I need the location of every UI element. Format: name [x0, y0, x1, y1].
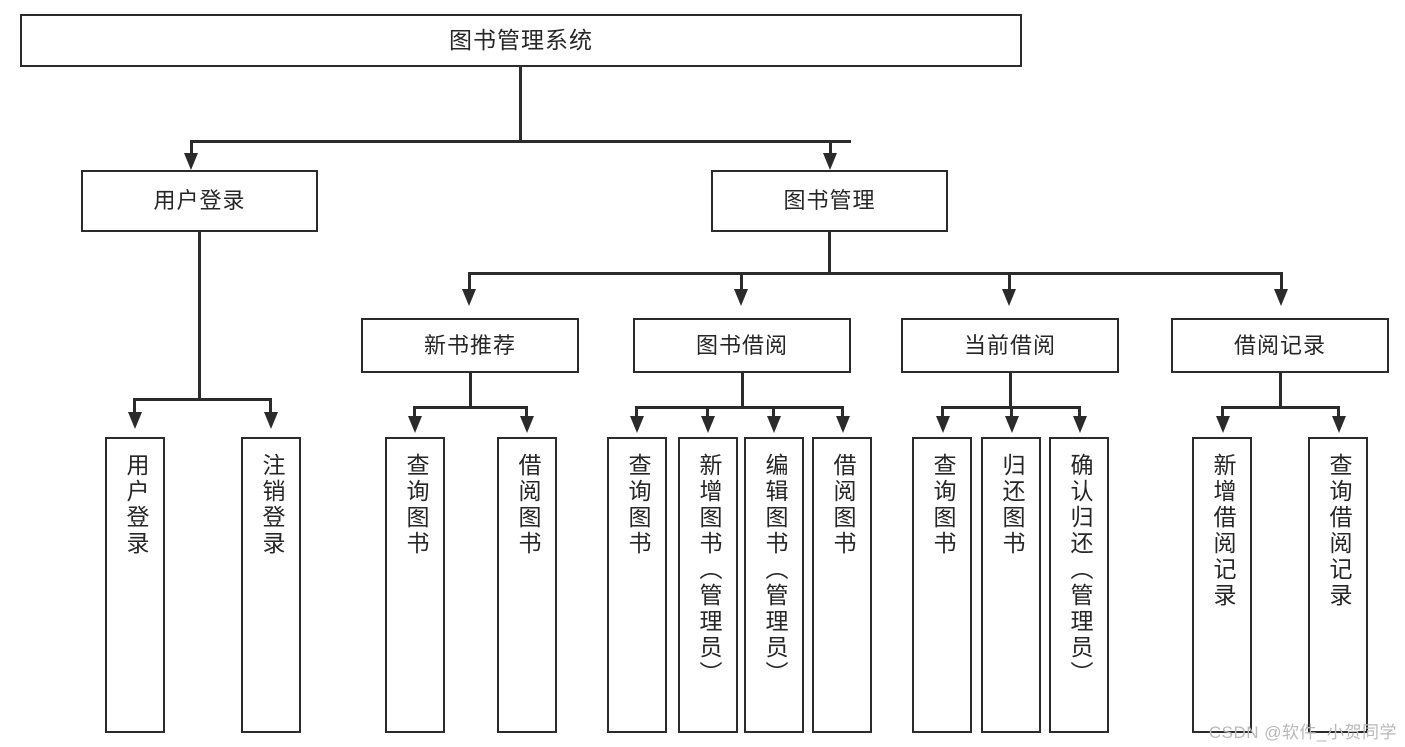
node-leaf-borrow-book[interactable]: 借阅图书: [812, 437, 872, 733]
node-leaf-edit-book[interactable]: 编辑图书（管理员）: [744, 437, 804, 733]
arrow-to-leaf-return-book: [1005, 416, 1019, 433]
arrow-to-leaf-query-book-2: [630, 416, 644, 433]
arrow-to-borrow-record: [1274, 289, 1288, 306]
connector-bb-bus: [635, 406, 843, 409]
connector-nbr-branch-2: [525, 406, 528, 418]
arrow-to-leaf-query-record: [1332, 416, 1346, 433]
node-label: 借阅记录: [1233, 332, 1326, 358]
connector-br-stem: [1279, 373, 1282, 408]
arrow-to-leaf-edit-book: [767, 416, 781, 433]
node-label: 编辑图书（管理员）: [761, 453, 788, 687]
node-leaf-add-book[interactable]: 新增图书（管理员）: [678, 437, 738, 733]
arrow-to-user-login: [184, 153, 198, 170]
node-book-borrow[interactable]: 图书借阅: [633, 318, 851, 373]
connector-nbr-branch-1: [413, 406, 416, 418]
connector-br-branch-1: [1221, 406, 1224, 418]
node-label: 新书推荐: [423, 332, 516, 358]
node-label: 图书借阅: [695, 332, 788, 358]
connector-cb-branch-2: [1010, 406, 1013, 418]
node-leaf-logout-login[interactable]: 注销登录: [241, 437, 301, 733]
connector-cb-branch-1: [941, 406, 944, 418]
node-root-book-management-system[interactable]: 图书管理系统: [20, 14, 1022, 67]
connector-bb-branch-4: [841, 406, 844, 418]
node-label: 查询图书: [402, 453, 429, 557]
connector-bm-branch-3: [1008, 272, 1011, 292]
arrow-to-leaf-confirm-return: [1073, 416, 1087, 433]
arrow-to-current-borrow: [1002, 289, 1016, 306]
node-label: 归还图书: [998, 453, 1025, 557]
node-label: 新增图书（管理员）: [695, 453, 722, 687]
node-leaf-add-borrow-record[interactable]: 新增借阅记录: [1192, 437, 1252, 733]
arrow-to-book-borrow: [734, 289, 748, 306]
node-label: 用户登录: [153, 188, 246, 214]
node-leaf-confirm-return[interactable]: 确认归还（管理员）: [1049, 437, 1109, 733]
arrow-to-new-book-recommend: [462, 289, 476, 306]
node-user-login[interactable]: 用户登录: [81, 170, 318, 232]
connector-book-management-stem: [828, 232, 831, 274]
node-label: 借阅图书: [829, 453, 856, 557]
node-label: 查询图书: [929, 453, 956, 557]
connector-cb-stem: [1009, 373, 1012, 408]
node-leaf-query-borrow-record[interactable]: 查询借阅记录: [1308, 437, 1368, 733]
node-leaf-query-book-current[interactable]: 查询图书: [912, 437, 972, 733]
connector-bm-branch-2: [740, 272, 743, 292]
connector-br-branch-2: [1337, 406, 1340, 418]
node-borrow-record[interactable]: 借阅记录: [1171, 318, 1389, 373]
connector-user-login-stem: [198, 232, 201, 400]
node-label: 图书管理: [783, 188, 876, 214]
connector-user-login-bus: [133, 398, 271, 401]
connector-bm-branch-4: [1280, 272, 1283, 292]
node-label: 新增借阅记录: [1209, 453, 1236, 609]
connector-root-bus: [190, 140, 851, 143]
connector-user-login-branch-2: [269, 398, 272, 414]
node-label: 注销登录: [258, 453, 285, 557]
arrow-to-leaf-borrow-book-1: [520, 416, 534, 433]
node-book-management[interactable]: 图书管理: [711, 170, 948, 232]
arrow-to-leaf-user-login: [128, 412, 142, 429]
connector-nbr-stem: [469, 373, 472, 408]
connector-bb-branch-1: [635, 406, 638, 418]
node-leaf-query-book-borrow[interactable]: 查询图书: [607, 437, 667, 733]
connector-bb-branch-3: [772, 406, 775, 418]
connector-bb-stem: [741, 373, 744, 408]
arrow-to-leaf-add-record: [1216, 416, 1230, 433]
connector-root-stem: [519, 67, 522, 142]
connector-book-management-bus: [468, 272, 1282, 275]
arrow-to-leaf-borrow-book-2: [836, 416, 850, 433]
node-new-book-recommend[interactable]: 新书推荐: [361, 318, 579, 373]
node-leaf-query-book-recommend[interactable]: 查询图书: [385, 437, 445, 733]
node-label: 确认归还（管理员）: [1066, 453, 1093, 687]
node-leaf-return-book[interactable]: 归还图书: [981, 437, 1041, 733]
connector-cb-branch-3: [1078, 406, 1081, 418]
connector-bb-branch-2: [706, 406, 709, 418]
connector-nbr-bus: [413, 406, 527, 409]
arrow-to-book-management: [823, 153, 837, 170]
node-label: 用户登录: [122, 453, 149, 557]
connector-user-login-branch-1: [133, 398, 136, 414]
connector-br-bus: [1221, 406, 1339, 409]
connector-root-to-user-login: [190, 140, 193, 158]
arrow-to-leaf-add-book: [701, 416, 715, 433]
node-label: 查询图书: [624, 453, 651, 557]
node-leaf-borrow-book-recommend[interactable]: 借阅图书: [497, 437, 557, 733]
node-label: 查询借阅记录: [1325, 453, 1352, 609]
connector-root-to-book-management: [829, 140, 832, 158]
node-current-borrow[interactable]: 当前借阅: [901, 318, 1119, 373]
node-label: 图书管理系统: [449, 26, 593, 53]
node-label: 借阅图书: [514, 453, 541, 557]
node-label: 当前借阅: [963, 332, 1056, 358]
node-leaf-user-login[interactable]: 用户登录: [105, 437, 165, 733]
arrow-to-leaf-logout-login: [264, 412, 278, 429]
connector-bm-branch-1: [468, 272, 471, 292]
arrow-to-leaf-query-book-1: [408, 416, 422, 433]
arrow-to-leaf-query-book-3: [936, 416, 950, 433]
